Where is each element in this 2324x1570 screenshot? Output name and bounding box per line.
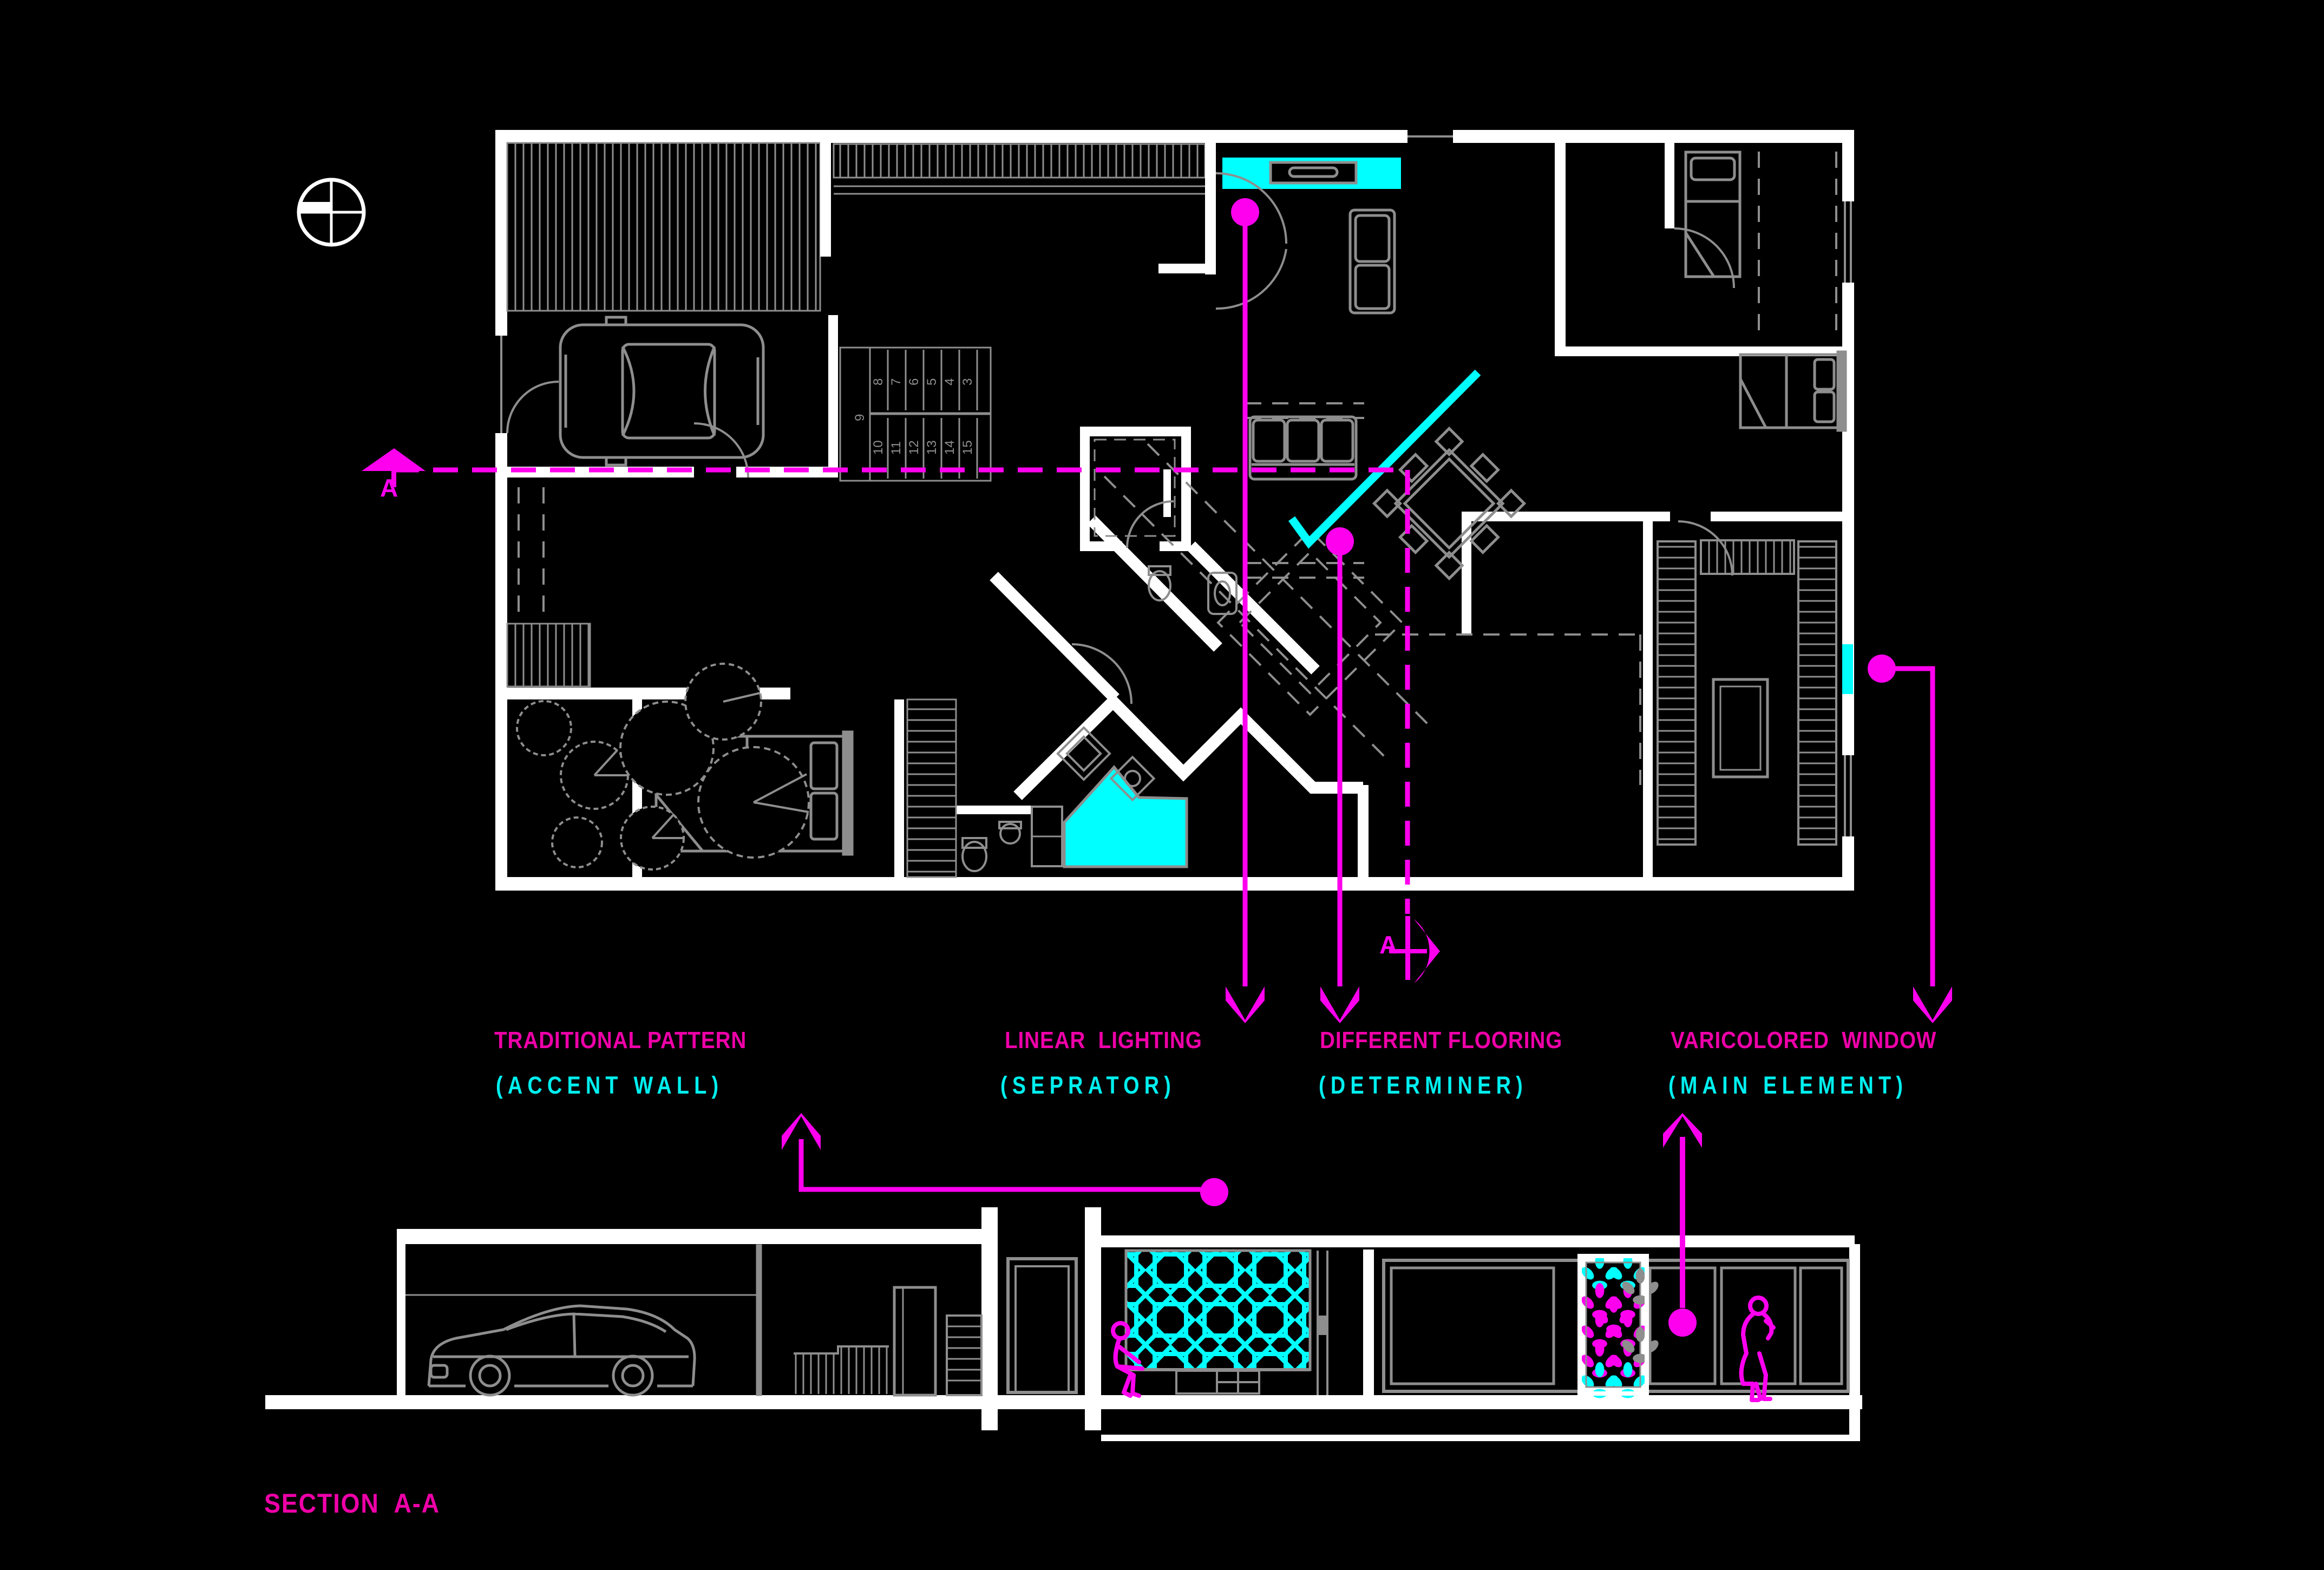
svg-text:5: 5 [925, 378, 939, 385]
bed-top-right [1684, 151, 1742, 278]
sublabel-determiner: (DETERMINER) [1319, 1071, 1528, 1099]
svg-text:4: 4 [942, 378, 957, 385]
arrow-up-icon [782, 1113, 821, 1150]
sublabel-accent-wall: (ACCENT WALL) [496, 1071, 724, 1099]
svg-text:12: 12 [907, 440, 921, 455]
cut-letter-bottom: A [1379, 931, 1398, 959]
label-traditional-pattern: TRADITIONAL PATTERN [494, 1027, 747, 1054]
varicolored-window-plan [1842, 644, 1853, 694]
accent-wall-pattern [1124, 1249, 1328, 1395]
label-linear-lighting: LINEAR LIGHTING [1005, 1027, 1202, 1054]
north-compass-icon [297, 178, 366, 247]
car-top-view [559, 316, 765, 467]
section-title: SECTION A-A [264, 1488, 440, 1519]
elevator [1094, 439, 1176, 548]
cut-letter-left: A [380, 474, 398, 502]
tv-console [1269, 161, 1358, 185]
svg-text:9: 9 [853, 414, 867, 421]
leader-dot [1868, 655, 1896, 683]
leader-linear-lighting [1226, 198, 1265, 1023]
svg-text:15: 15 [960, 440, 975, 455]
svg-text:13: 13 [925, 440, 939, 455]
leader-varicolored-window [1868, 655, 1952, 1023]
svg-text:7: 7 [889, 378, 904, 385]
bathroom-fixtures [961, 565, 1238, 872]
section-cut-marker-left [362, 448, 425, 487]
svg-text:3: 3 [960, 378, 975, 385]
section-garage [405, 1244, 983, 1397]
leader-dot [1200, 1178, 1228, 1206]
svg-text:11: 11 [889, 441, 904, 455]
plan-windows [495, 130, 1854, 836]
door-arcs [506, 172, 1735, 704]
floor-plan: 8 7 6 5 4 3 9 10 11 12 13 14 15 [495, 130, 1854, 891]
section-elevator-door [1006, 1257, 1078, 1394]
arrow-down-icon [1320, 986, 1359, 1023]
section-drawing [265, 1113, 1862, 1441]
leader-different-flooring [1320, 527, 1359, 1023]
section-structure [265, 1207, 1862, 1441]
sublabel-main-element: (MAIN ELEMENT) [1668, 1071, 1908, 1099]
arrow-down-icon [1226, 986, 1265, 1023]
annotation-layer [362, 198, 1952, 1206]
linear-lighting-diagonal [1288, 369, 1481, 549]
plan-outer-walls [495, 130, 1854, 891]
lower-staircase [906, 698, 957, 878]
sublabel-seprator: (SEPRATOR) [1000, 1071, 1176, 1099]
majlis-sofas [1657, 539, 1837, 846]
label-different-flooring: DIFFERENT FLOORING [1320, 1027, 1563, 1054]
living-sofas [1248, 208, 1396, 481]
bed-mid-right [1739, 350, 1847, 432]
kitchen [1031, 726, 1188, 868]
label-varicolored-window: VARICOLORED WINDOW [1671, 1027, 1937, 1054]
closet-band [833, 143, 1206, 195]
section-cut-marker-bottom [1389, 916, 1440, 983]
car-side-view [427, 1304, 696, 1397]
person-sitting-figure [1111, 1321, 1144, 1398]
person-standing-figure [1739, 1296, 1776, 1402]
varicolored-window-panel [1577, 1254, 1661, 1398]
stair-tread-numbers: 8 7 6 5 4 3 9 10 11 12 13 14 15 [853, 378, 975, 455]
kitchen-cyan-floor [1063, 765, 1188, 868]
leader-main-element [1663, 1113, 1702, 1337]
arrow-down-icon [1913, 986, 1952, 1023]
pergola-hatch [506, 142, 821, 312]
section-cut-line [394, 467, 1410, 914]
garden-trees [516, 663, 810, 871]
svg-text:8: 8 [871, 378, 886, 385]
dining-set [1372, 426, 1527, 581]
arrow-up-icon [1663, 1113, 1702, 1148]
svg-text:10: 10 [871, 440, 886, 455]
main-staircase: 8 7 6 5 4 3 9 10 11 12 13 14 15 [839, 346, 992, 482]
svg-text:14: 14 [942, 440, 957, 455]
leader-dot [1668, 1309, 1697, 1337]
leader-dot [1231, 198, 1259, 226]
leader-accent-wall [782, 1113, 1228, 1206]
leader-dot [1326, 527, 1354, 555]
svg-text:6: 6 [907, 378, 921, 385]
corridor-diagonal-walls [990, 515, 1363, 800]
section-tv-console [1175, 1370, 1260, 1395]
pergola-hatch-lower [506, 623, 591, 688]
